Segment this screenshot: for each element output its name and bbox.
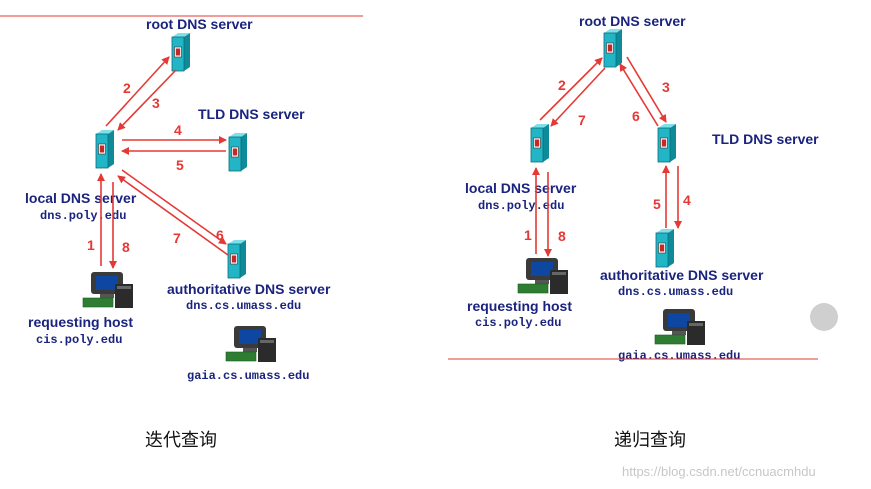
step-6: 6 [632, 108, 640, 124]
gaia-host-icon [225, 325, 277, 363]
arrow-6 [121, 169, 227, 245]
root-server-label: root DNS server [579, 13, 686, 29]
step-6: 6 [216, 227, 224, 243]
arrow-7 [550, 67, 606, 127]
step-1: 1 [524, 227, 532, 243]
gaia-host-name: gaia.cs.umass.edu [618, 349, 740, 363]
step-7: 7 [578, 112, 586, 128]
step-2: 2 [123, 80, 131, 96]
root-server-label: root DNS server [146, 16, 253, 32]
arrow-2 [105, 56, 170, 127]
tld-server-label: TLD DNS server [712, 131, 819, 147]
arrow-3 [626, 56, 667, 123]
gaia-host-name: gaia.cs.umass.edu [187, 369, 309, 383]
arrow-3 [117, 69, 177, 131]
tld-server-label: TLD DNS server [198, 106, 305, 122]
step-5: 5 [176, 157, 184, 173]
step-4: 4 [683, 192, 691, 208]
arrow-6 [619, 63, 659, 127]
tld-server-icon [657, 123, 677, 163]
auth-server-label: authoritative DNS server [600, 267, 764, 283]
step-8: 8 [122, 239, 130, 255]
scroll-handle[interactable] [810, 303, 838, 331]
local-server-host: dns.poly.edu [40, 209, 126, 223]
auth-server-host: dns.cs.umass.edu [186, 299, 301, 313]
step-1: 1 [87, 237, 95, 253]
step-3: 3 [662, 79, 670, 95]
requesting-host-name: cis.poly.edu [36, 333, 122, 347]
local-server-host: dns.poly.edu [478, 199, 564, 213]
step-2: 2 [558, 77, 566, 93]
local-server-icon [95, 129, 115, 169]
step-5: 5 [653, 196, 661, 212]
auth-server-label: authoritative DNS server [167, 281, 331, 297]
iterative-caption: 迭代查询 [145, 430, 217, 451]
requesting-host-icon [517, 257, 569, 295]
tld-server-icon [228, 132, 248, 172]
auth-server-icon [655, 228, 675, 268]
local-server-icon [530, 123, 550, 163]
step-4: 4 [174, 122, 182, 138]
recursive-caption: 递归查询 [614, 430, 686, 451]
arrow-7 [117, 175, 229, 256]
requesting-host-name: cis.poly.edu [475, 316, 561, 330]
arrow-2 [539, 57, 603, 121]
auth-server-icon [227, 239, 247, 279]
auth-server-host: dns.cs.umass.edu [618, 285, 733, 299]
step-7: 7 [173, 230, 181, 246]
local-server-label: local DNS server [25, 190, 137, 206]
watermark: https://blog.csdn.net/ccnuacmhdu [622, 464, 816, 479]
requesting-host-label: requesting host [28, 314, 133, 330]
root-server-icon [603, 28, 623, 68]
iterative-panel: root DNS server TLD DNS server local DNS… [25, 16, 331, 451]
step-8: 8 [558, 228, 566, 244]
local-server-label: local DNS server [465, 180, 577, 196]
requesting-host-label: requesting host [467, 298, 572, 314]
root-server-icon [171, 32, 191, 72]
gaia-host-icon [654, 308, 706, 346]
step-3: 3 [152, 95, 160, 111]
requesting-host-icon [82, 271, 134, 309]
recursive-panel: root DNS server local DNS server dns.pol… [448, 13, 819, 451]
